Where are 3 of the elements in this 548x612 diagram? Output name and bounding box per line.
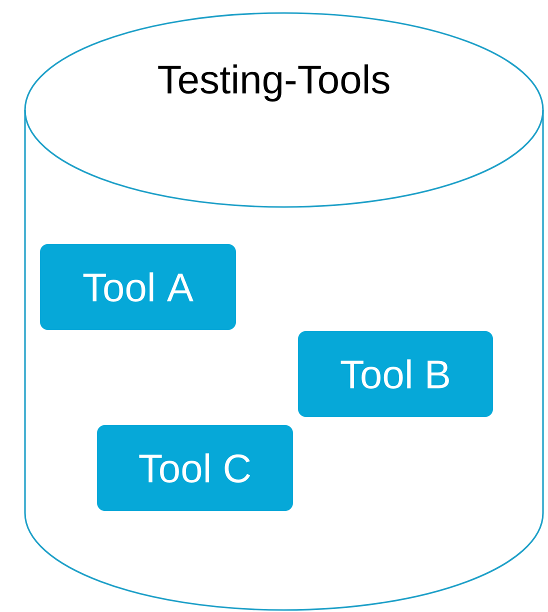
tool-box: Tool A bbox=[40, 244, 236, 330]
tool-box: Tool B bbox=[298, 331, 493, 417]
tool-box: Tool C bbox=[97, 425, 293, 511]
